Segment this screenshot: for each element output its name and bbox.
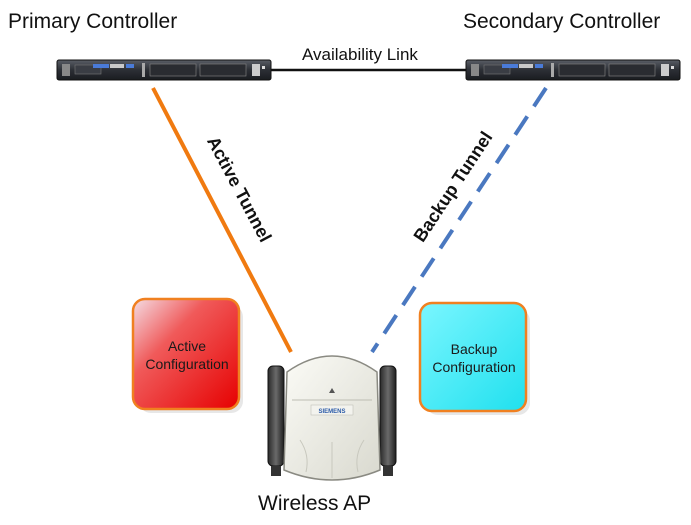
active-tunnel-label: Active Tunnel	[203, 133, 275, 245]
secondary-controller-label: Secondary Controller	[463, 10, 661, 33]
active-configuration-box	[131, 297, 243, 413]
wireless-ap-device-icon: SIEMENS	[267, 355, 397, 481]
active-configuration-text: Active Configuration	[135, 301, 239, 409]
secondary-controller-server-icon	[465, 59, 681, 81]
ap-brand-label: SIEMENS	[318, 409, 345, 415]
wireless-ap-label: Wireless AP	[258, 492, 372, 515]
primary-controller-server-icon	[56, 59, 272, 81]
availability-link-label: Availability Link	[302, 45, 418, 64]
backup-configuration-text: Backup Configuration	[422, 305, 526, 411]
backup-tunnel-line	[370, 86, 548, 354]
backup-tunnel-label: Backup Tunnel	[409, 128, 496, 246]
active-configuration-line1: Active	[167, 338, 207, 354]
active-tunnel-line	[151, 87, 293, 353]
backup-configuration-box	[418, 301, 530, 415]
primary-controller-label: Primary Controller	[8, 10, 178, 33]
active-configuration-line2: Configuration	[145, 356, 229, 372]
backup-configuration-line2: Configuration	[432, 359, 516, 375]
backup-configuration-line1: Backup	[450, 341, 498, 357]
